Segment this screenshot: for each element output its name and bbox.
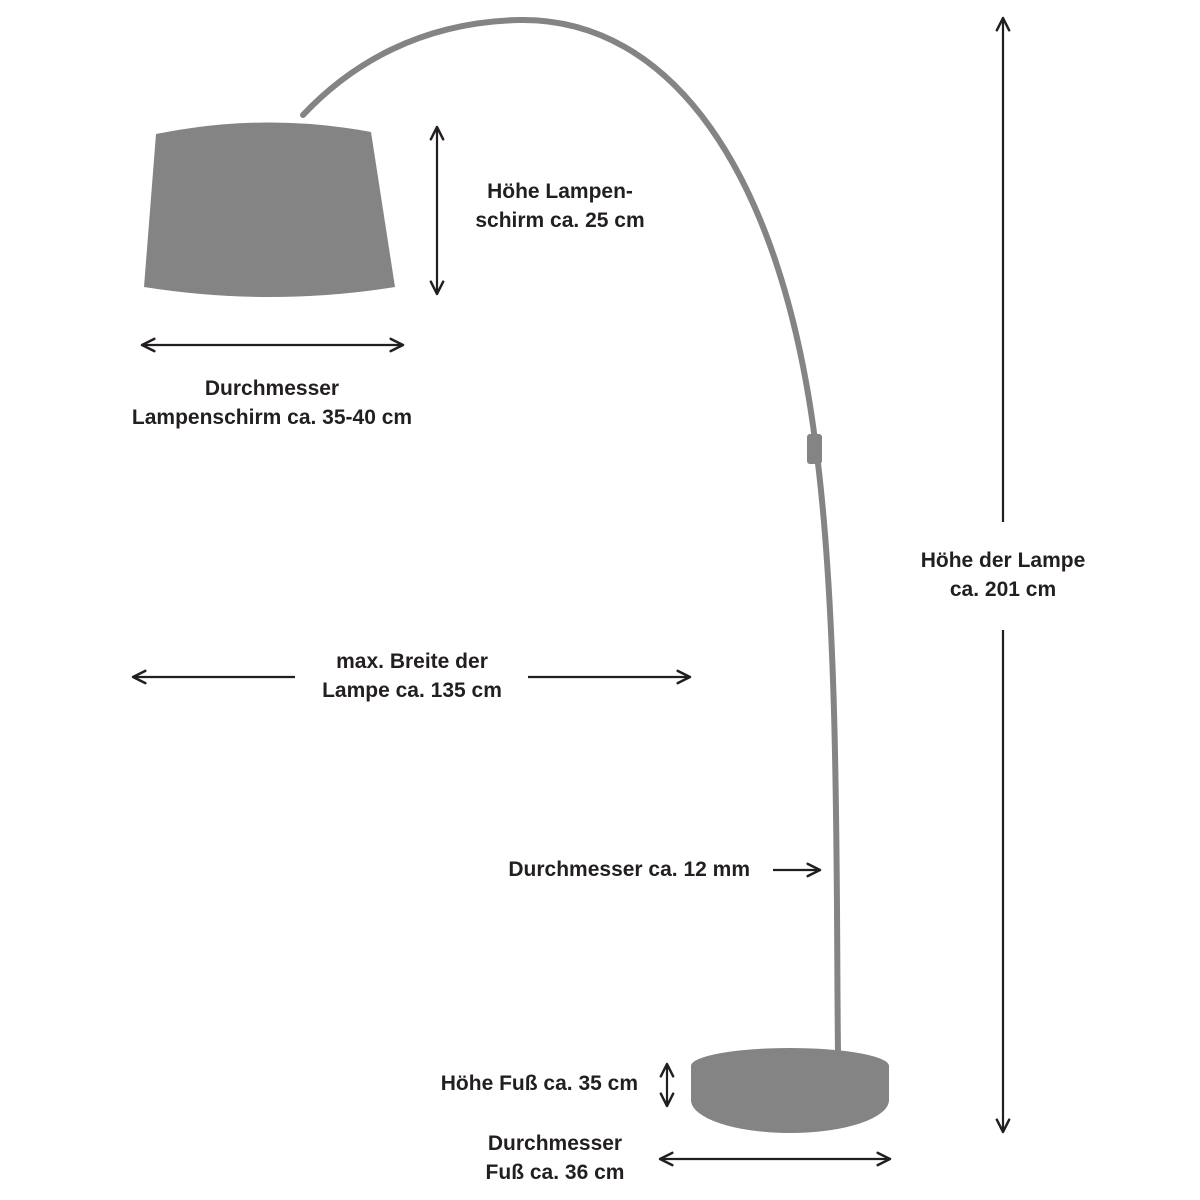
foot-diameter-line-2: Fuß ca. 36 cm [485, 1161, 625, 1184]
rod-joint [807, 434, 822, 464]
max-width-label: max. Breite der Lampe ca. 135 cm [292, 647, 532, 705]
shade-diameter-line-2: Lampenschirm ca. 35-40 cm [131, 406, 413, 429]
lamp-arc-rod [300, 16, 841, 1055]
max-width-line-2: Lampe ca. 135 cm [322, 679, 502, 702]
rod-diameter-text: Durchmesser ca. 12 mm [508, 858, 750, 881]
rod-diameter-label: Durchmesser ca. 12 mm [440, 855, 750, 884]
lamp-height-line-2: ca. 201 cm [949, 578, 1057, 601]
shade-diameter-line-1: Durchmesser [204, 377, 340, 400]
foot-height-label: Höhe Fuß ca. 35 cm [380, 1069, 638, 1098]
max-width-line-1: max. Breite der [336, 650, 488, 673]
lamp-foot [691, 1048, 889, 1133]
shade-height-line-1: Höhe Lampen- [487, 180, 633, 203]
lamp-height-label: Höhe der Lampe ca. 201 cm [883, 546, 1123, 604]
lamp-shade [144, 122, 395, 297]
lamp-height-line-1: Höhe der Lampe [920, 549, 1086, 572]
shade-height-line-2: schirm ca. 25 cm [475, 209, 645, 232]
shade-diameter-label: Durchmesser Lampenschirm ca. 35-40 cm [92, 374, 452, 432]
foot-diameter-label: Durchmesser Fuß ca. 36 cm [445, 1129, 665, 1187]
foot-diameter-line-1: Durchmesser [487, 1132, 623, 1155]
shade-height-label: Höhe Lampen- schirm ca. 25 cm [440, 177, 680, 235]
foot-height-text: Höhe Fuß ca. 35 cm [440, 1072, 638, 1095]
